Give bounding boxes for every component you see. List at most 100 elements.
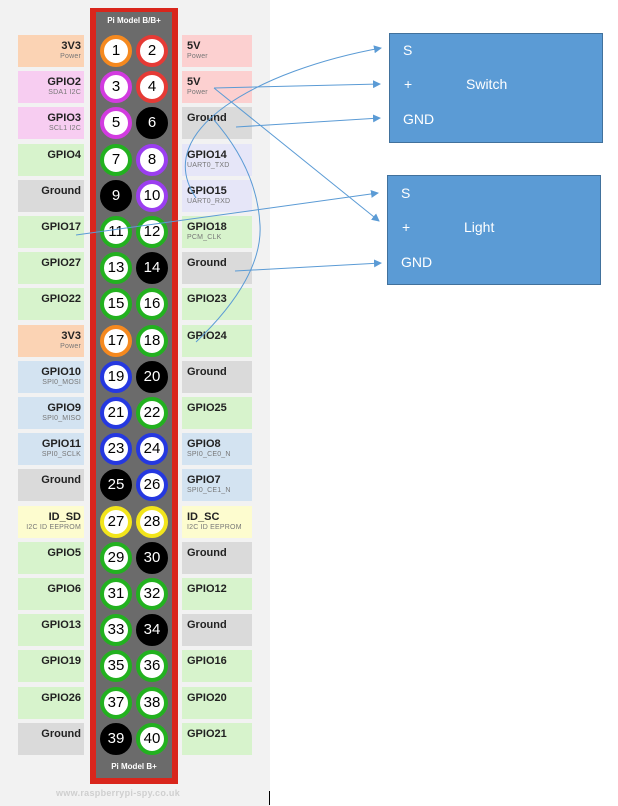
left-label-11: GPIO17 [18, 216, 84, 248]
pin-function: SPI0_SCLK [41, 451, 81, 459]
pin-19: 19 [100, 360, 132, 393]
pin-name: GPIO18 [187, 221, 227, 233]
right-label-20: Ground [182, 360, 252, 393]
left-label-35: GPIO19 [18, 650, 84, 683]
pin-function: UART0_TXD [187, 161, 230, 169]
pin-name: GPIO19 [41, 655, 81, 668]
pin-name: GPIO17 [41, 221, 81, 233]
pin-37: 37 [100, 686, 132, 719]
switch-box: S + Switch GND [389, 33, 603, 143]
pin-function: I2C ID EEPROM [187, 523, 242, 531]
left-label-13: GPIO27 [18, 252, 84, 285]
pin-name: Ground [187, 365, 227, 378]
light-s-label: S [401, 185, 411, 201]
switch-s-label: S [403, 42, 413, 58]
pin-23: 23 [100, 433, 132, 466]
left-label-33: GPIO13 [18, 614, 84, 647]
light-box: S + Light GND [387, 175, 601, 285]
pin-3: 3 [100, 71, 132, 104]
pin-24: 24 [136, 433, 168, 466]
light-plus-label: + [402, 219, 411, 235]
pin-function: Power [60, 342, 81, 350]
pin-name: GPIO24 [187, 329, 227, 342]
right-label-40: GPIO21 [182, 722, 252, 755]
pin-name: GPIO9 [47, 402, 81, 414]
pi-header-inner [96, 12, 172, 778]
pin-18: 18 [136, 324, 168, 357]
pin-name: Ground [187, 546, 227, 559]
pin-name: Ground [41, 727, 81, 740]
pin-36: 36 [136, 650, 168, 683]
left-label-15: GPIO22 [18, 288, 84, 321]
pin-34: 34 [136, 614, 168, 647]
pin-13: 13 [100, 252, 132, 285]
pin-name: ID_SC [187, 510, 220, 523]
board-bottom-label: Pi Model B+ [111, 762, 157, 771]
pin-name: GPIO6 [47, 583, 81, 595]
pin-name: GPIO21 [187, 727, 227, 740]
pin-name: Ground [41, 474, 81, 487]
pin-22: 22 [136, 397, 168, 429]
pin-function: Power [187, 53, 208, 60]
pin-12: 12 [136, 216, 168, 248]
pin-function: Power [60, 53, 81, 60]
pin-name: 3V3 [61, 40, 81, 52]
wire-gpio17-to-light-s [75, 190, 379, 236]
pin-name: GPIO3 [47, 112, 81, 125]
pin-name: GPIO27 [41, 257, 81, 270]
pin-function: I2C ID EEPROM [26, 523, 81, 531]
board-top-label: Pi Model B/B+ [107, 16, 161, 25]
text-cursor [269, 791, 270, 805]
pin-29: 29 [100, 541, 132, 574]
pin-33: 33 [100, 614, 132, 647]
wire-ground-to-switch-gnd [235, 114, 381, 128]
pin-name: GPIO12 [187, 583, 227, 595]
pin-10: 10 [136, 179, 168, 212]
right-label-14: Ground [182, 252, 252, 285]
pin-name: Ground [187, 619, 227, 632]
switch-gnd-label: GND [403, 111, 435, 127]
right-label-22: GPIO25 [182, 397, 252, 429]
wire-5v-to-light-plus [213, 87, 380, 222]
pin-name: GPIO23 [187, 293, 227, 306]
pin-function: Power [187, 89, 208, 97]
pin-31: 31 [100, 578, 132, 610]
pin-35: 35 [100, 650, 132, 683]
pin-11: 11 [100, 216, 132, 248]
pin-38: 38 [136, 686, 168, 719]
pin-name: Ground [41, 184, 81, 197]
pin-name: GPIO8 [187, 438, 221, 451]
pin-8: 8 [136, 143, 168, 176]
right-label-16: GPIO23 [182, 288, 252, 321]
pin-function: UART0_RXD [187, 197, 231, 205]
pin-25: 25 [100, 469, 132, 502]
pin-16: 16 [136, 288, 168, 321]
pin-name: GPIO5 [47, 546, 81, 559]
right-label-38: GPIO20 [182, 686, 252, 719]
pin-1: 1 [100, 35, 132, 67]
pin-21: 21 [100, 397, 132, 429]
left-label-37: GPIO26 [18, 686, 84, 719]
watermark: www.raspberrypi-spy.co.uk [56, 788, 181, 798]
pin-28: 28 [136, 505, 168, 538]
pin-5: 5 [100, 107, 132, 140]
right-label-30: Ground [182, 541, 252, 574]
pin-name: GPIO11 [41, 438, 81, 451]
pin-function: PCM_CLK [187, 234, 222, 241]
pin-name: 5V [187, 40, 201, 52]
pin-name: GPIO16 [187, 655, 227, 668]
wire-gpio27-to-switch-s [184, 45, 382, 199]
